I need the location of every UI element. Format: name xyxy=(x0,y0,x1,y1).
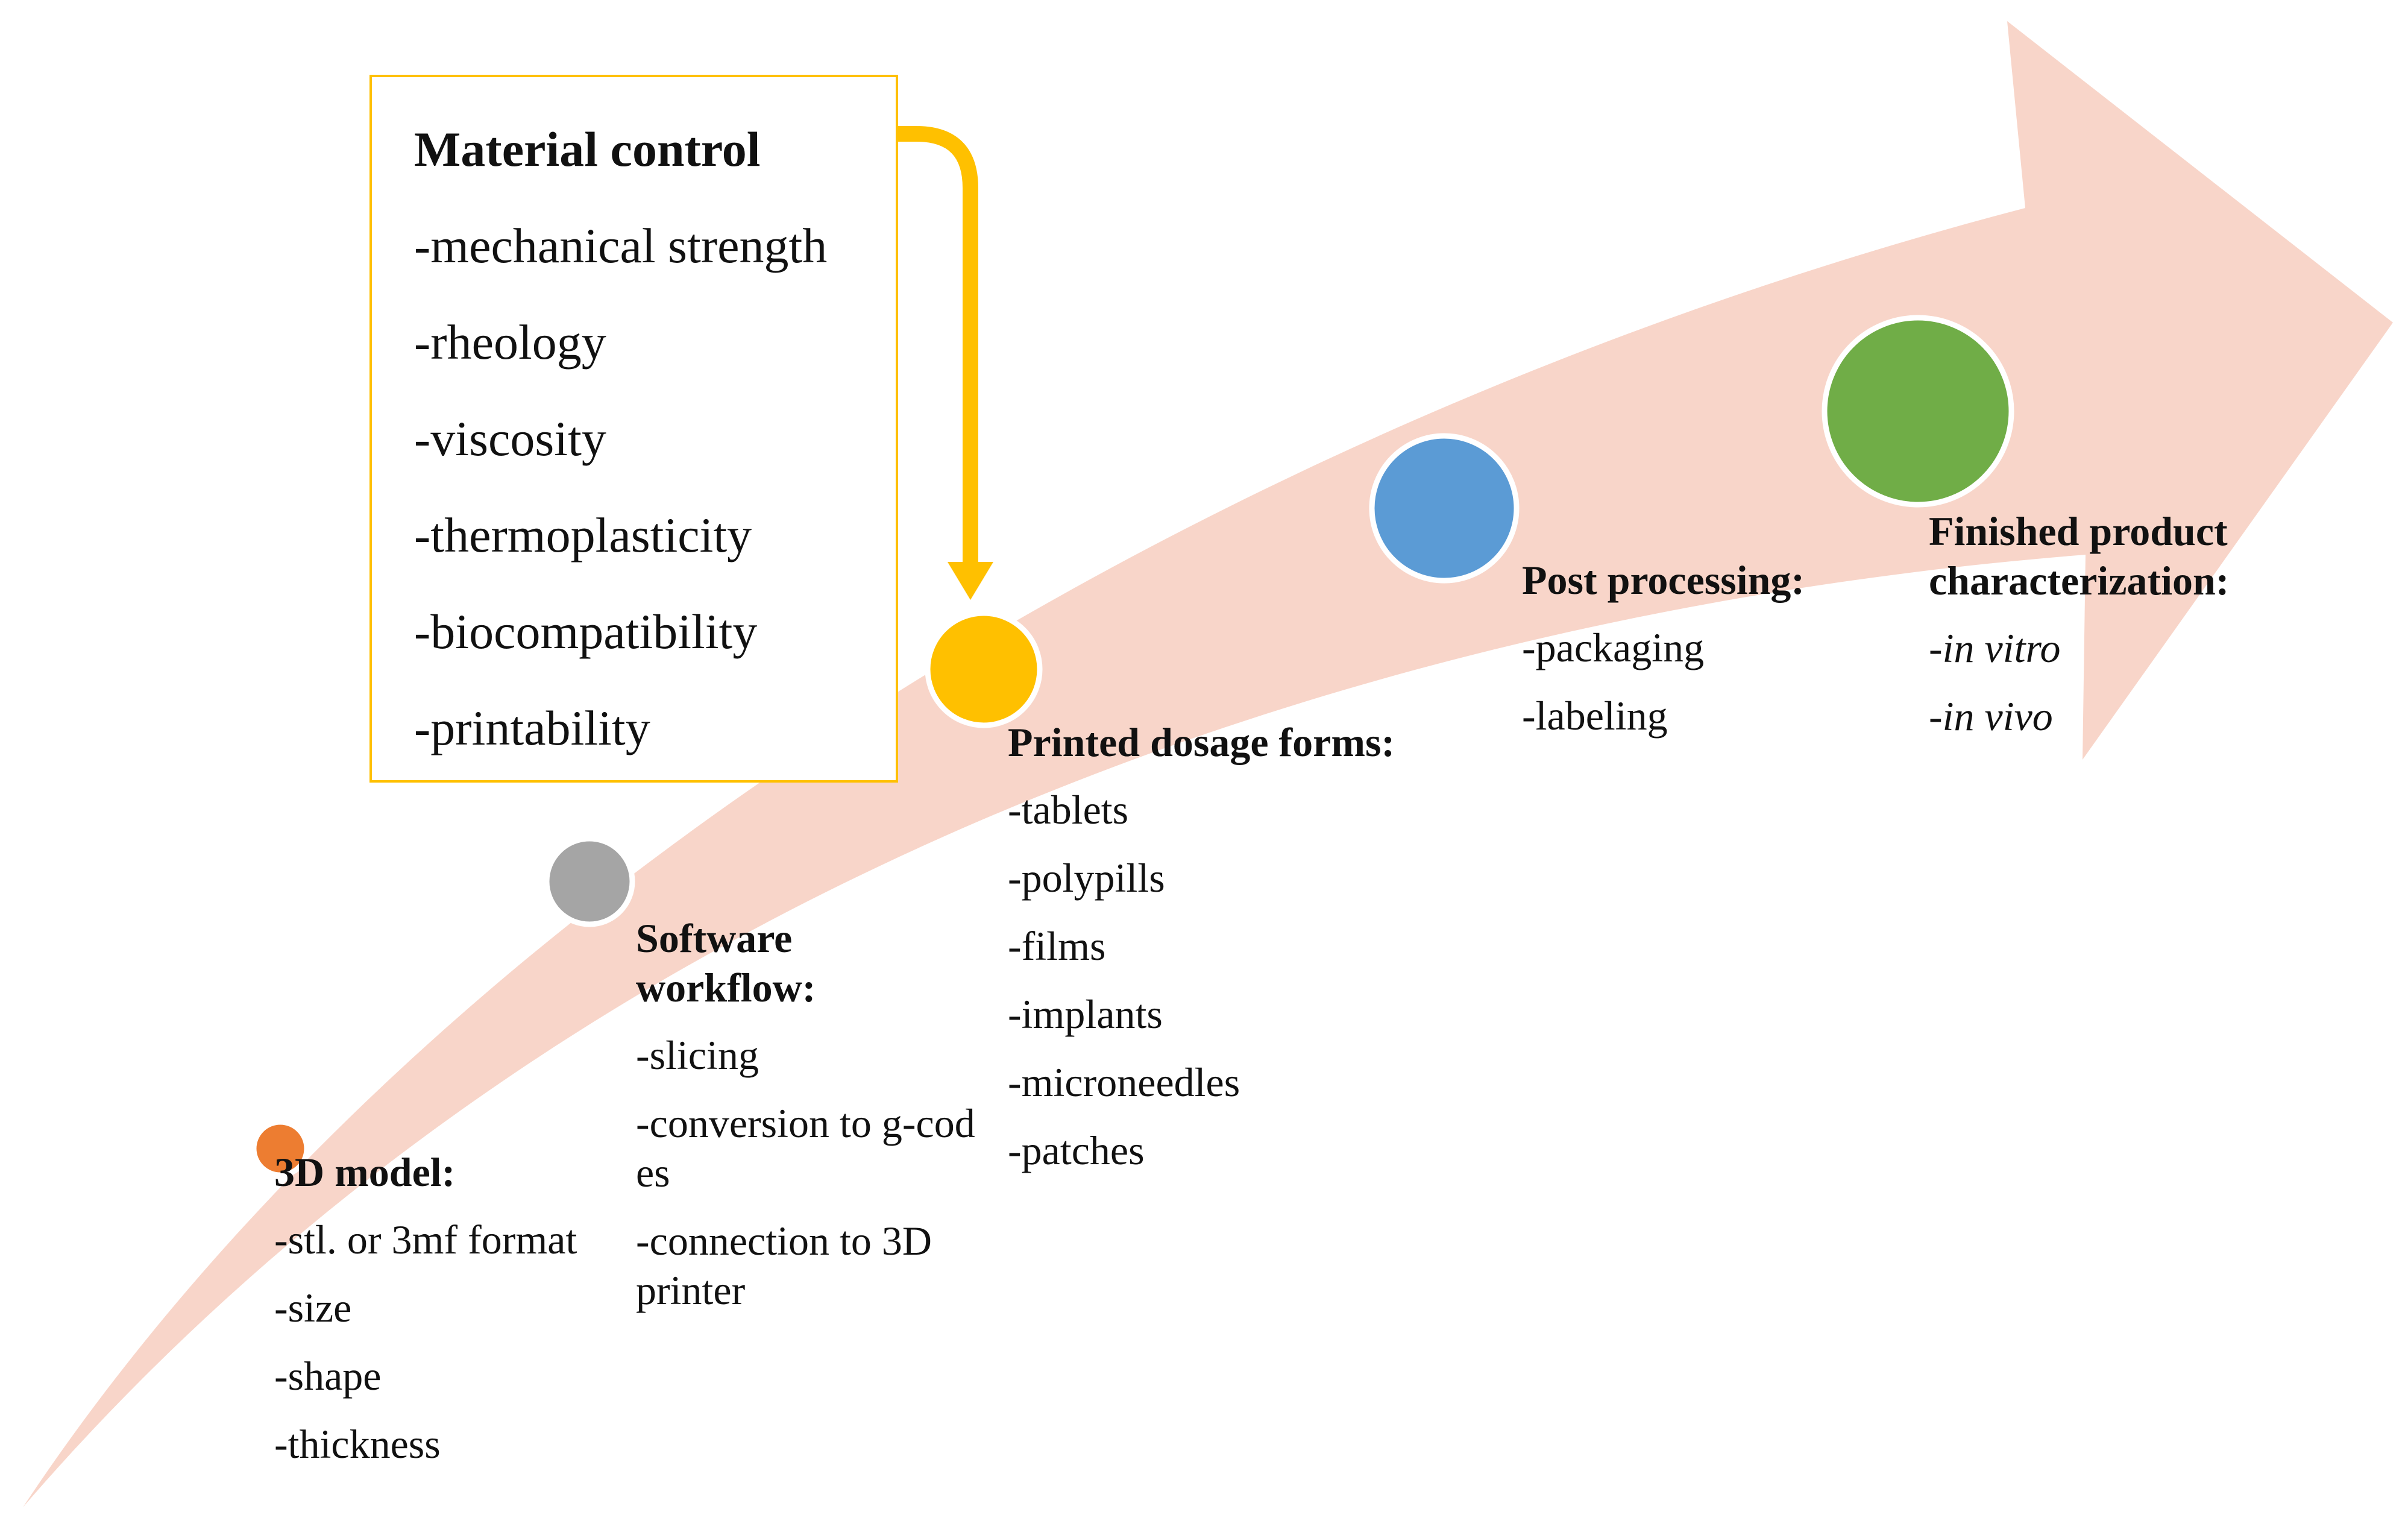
stage-title: Finished product characterization: xyxy=(1929,508,2230,604)
stage-item: -packaging xyxy=(1522,625,1705,670)
stage-item: -shape xyxy=(274,1353,382,1399)
stage-item: -polypills xyxy=(1008,855,1165,901)
material-control-item: -biocompatibility xyxy=(414,604,758,659)
stage-title: Software workflow: xyxy=(636,915,816,1010)
material-control-item: -viscosity xyxy=(414,411,606,466)
material-control-title: Material control xyxy=(414,122,761,177)
stage-3d-model: 3D model: -stl. or 3mf format -size -sha… xyxy=(274,1147,624,1487)
process-flow-arrow xyxy=(23,21,2393,1507)
stage-dot-finished-product xyxy=(1822,315,2014,508)
stage-dot-software-workflow xyxy=(544,836,635,927)
stage-item: -connection to 3D printer xyxy=(636,1218,932,1313)
stage-item: -films xyxy=(1008,923,1106,969)
stage-printed-dosage-forms: Printed dosage forms: -tablets -polypill… xyxy=(1008,717,1478,1194)
material-control-item: -mechanical strength xyxy=(414,218,828,273)
stage-title: Post processing: xyxy=(1522,557,1805,603)
material-control-connector-arrow xyxy=(832,126,978,564)
material-control-list: -mechanical strength -rheology -viscosit… xyxy=(414,216,827,795)
stage-title: 3D model: xyxy=(274,1149,456,1195)
material-control-box: Material control -mechanical strength -r… xyxy=(369,75,898,783)
stage-software-workflow: Software workflow: -slicing -conversion … xyxy=(636,913,982,1334)
stage-item: -thickness xyxy=(274,1421,441,1467)
stage-item: -microneedles xyxy=(1008,1059,1240,1105)
stage-item: -stl. or 3mf format xyxy=(274,1217,577,1262)
material-control-item: -printability xyxy=(414,701,650,755)
stage-item: -patches xyxy=(1008,1127,1145,1173)
stage-item: -in vitro xyxy=(1929,625,2061,671)
material-control-item: -thermoplasticity xyxy=(414,508,752,563)
stage-item: -labeling xyxy=(1522,693,1668,739)
material-control-item: -rheology xyxy=(414,315,606,370)
connector-arrowhead xyxy=(948,562,993,600)
stage-title: Printed dosage forms: xyxy=(1008,719,1395,765)
stage-item: -slicing xyxy=(636,1032,759,1078)
stage-dot-post-processing xyxy=(1369,433,1520,584)
stage-item: -tablets xyxy=(1008,787,1129,833)
stage-item: -conversion to g-codes xyxy=(636,1100,975,1196)
stage-dot-printed-dosage-forms xyxy=(925,610,1043,728)
stage-finished-product: Finished product characterization: -in v… xyxy=(1929,506,2351,760)
stage-dot-3d-model xyxy=(251,1119,310,1178)
stage-item: -in vivo xyxy=(1929,693,2053,739)
stage-item: -size xyxy=(274,1285,352,1331)
stage-post-processing: Post processing: -packaging -labeling xyxy=(1522,555,1908,759)
stage-item: -implants xyxy=(1008,991,1163,1037)
